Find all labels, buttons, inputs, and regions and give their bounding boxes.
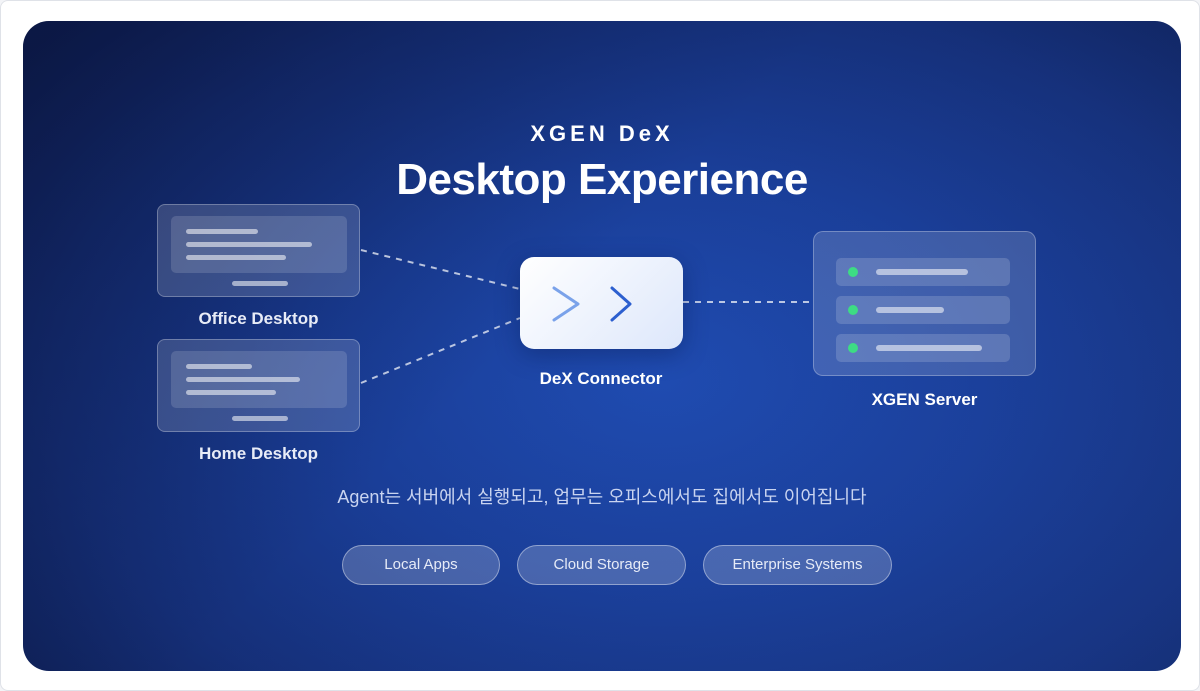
- chip-local-apps: Local Apps: [342, 545, 500, 585]
- connection-lines: [360, 249, 813, 384]
- office-text-line: [186, 255, 286, 260]
- chip-enterprise-systems: Enterprise Systems: [703, 545, 892, 585]
- status-dot-icon: [848, 305, 858, 315]
- office-desktop-screen: [157, 204, 360, 297]
- tagline: Agent는 서버에서 실행되고, 업무는 오피스에서도 집에서도 이어집니다: [337, 487, 867, 507]
- dex-connector-label: DeX Connector: [539, 369, 663, 388]
- server-row-line: [876, 345, 982, 351]
- office-taskbar: [232, 281, 288, 286]
- link-home-connector: [360, 317, 521, 384]
- main-title: Desktop Experience: [396, 155, 808, 204]
- xgen-server-label: XGEN Server: [871, 390, 978, 409]
- status-dot-icon: [848, 343, 858, 353]
- status-dot-icon: [848, 267, 858, 277]
- home-taskbar: [232, 416, 288, 421]
- server-row: [836, 334, 1010, 362]
- home-text-line: [186, 377, 300, 382]
- home-text-line: [186, 364, 252, 369]
- server-row-line: [876, 269, 968, 275]
- office-text-line: [186, 229, 258, 234]
- diagram-panel: XGEN DeX Desktop Experience Office Deskt…: [23, 21, 1181, 671]
- double-arrow-icon: [552, 286, 632, 322]
- home-text-line: [186, 390, 276, 395]
- eyebrow-title: XGEN DeX: [530, 121, 674, 146]
- server-row: [836, 296, 1010, 324]
- server-row: [836, 258, 1010, 286]
- home-desktop-screen: [157, 339, 360, 432]
- dex-connector-box: [520, 257, 683, 349]
- chip-cloud-storage: Cloud Storage: [517, 545, 686, 585]
- link-office-connector: [360, 249, 521, 290]
- home-desktop-label: Home Desktop: [198, 444, 319, 463]
- office-text-line: [186, 242, 312, 247]
- office-desktop-label: Office Desktop: [198, 309, 319, 328]
- server-row-line: [876, 307, 944, 313]
- xgen-server-box: [813, 231, 1036, 376]
